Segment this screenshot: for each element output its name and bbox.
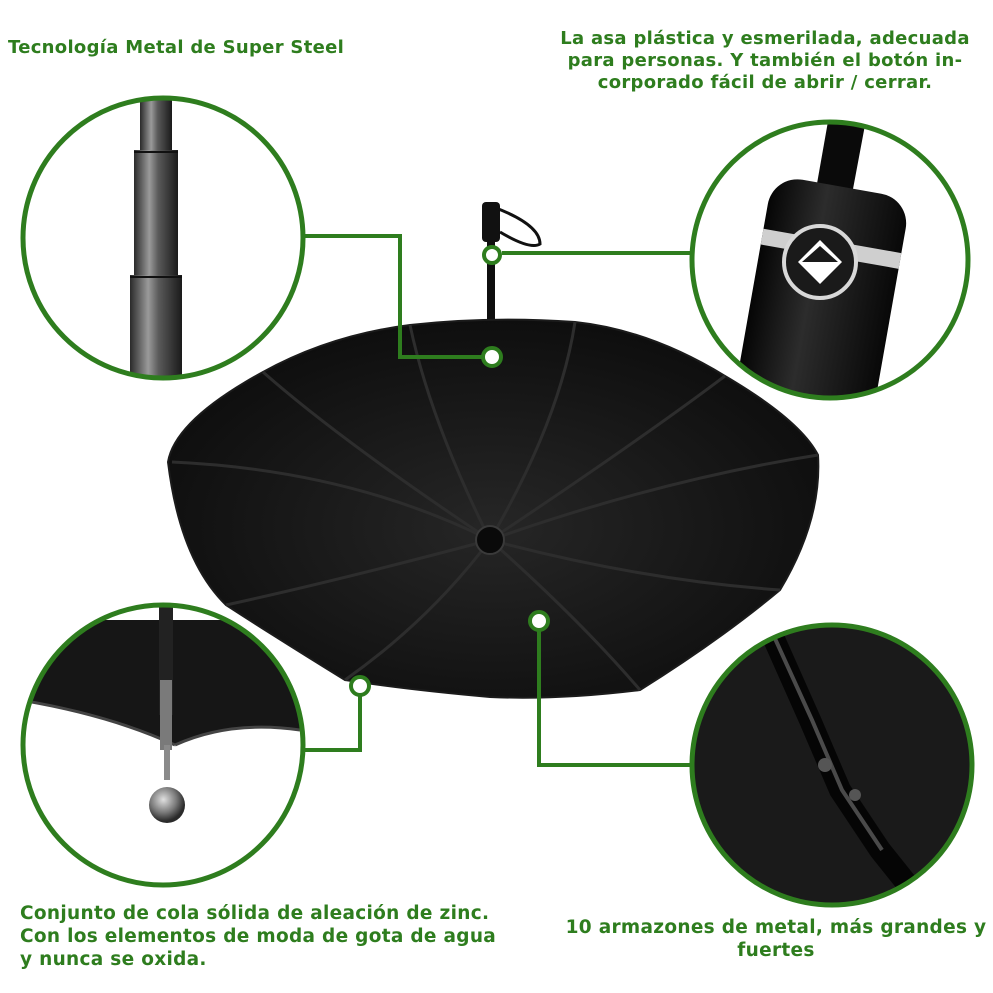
detail-ribs <box>689 622 975 908</box>
umbrella <box>166 202 820 699</box>
marker-shaft <box>481 346 503 368</box>
caption-handle: La asa plástica y esmerilada, adecuada p… <box>560 28 970 93</box>
caption-tail: Conjunto de cola sólida de aleación de z… <box>20 903 497 970</box>
wrist-strap <box>495 206 542 247</box>
umbrella-ribs <box>171 321 819 691</box>
marker-tail <box>349 675 371 697</box>
runner-hub <box>475 525 505 555</box>
callout-connectors <box>298 234 696 767</box>
marker-handle <box>482 245 502 265</box>
marker-ribs <box>528 610 550 632</box>
detail-handle <box>689 119 971 401</box>
caption-shaft: Tecnología Metal de Super Steel <box>8 37 345 58</box>
detail-shaft <box>20 95 306 381</box>
detail-tail <box>20 602 306 888</box>
caption-ribs: 10 armazones de metal, más grandes y fue… <box>565 917 987 961</box>
callout-markers <box>349 245 550 697</box>
diamond-arrow-icon <box>798 240 842 284</box>
umbrella-handle <box>482 202 500 242</box>
umbrella-canopy <box>166 318 820 699</box>
